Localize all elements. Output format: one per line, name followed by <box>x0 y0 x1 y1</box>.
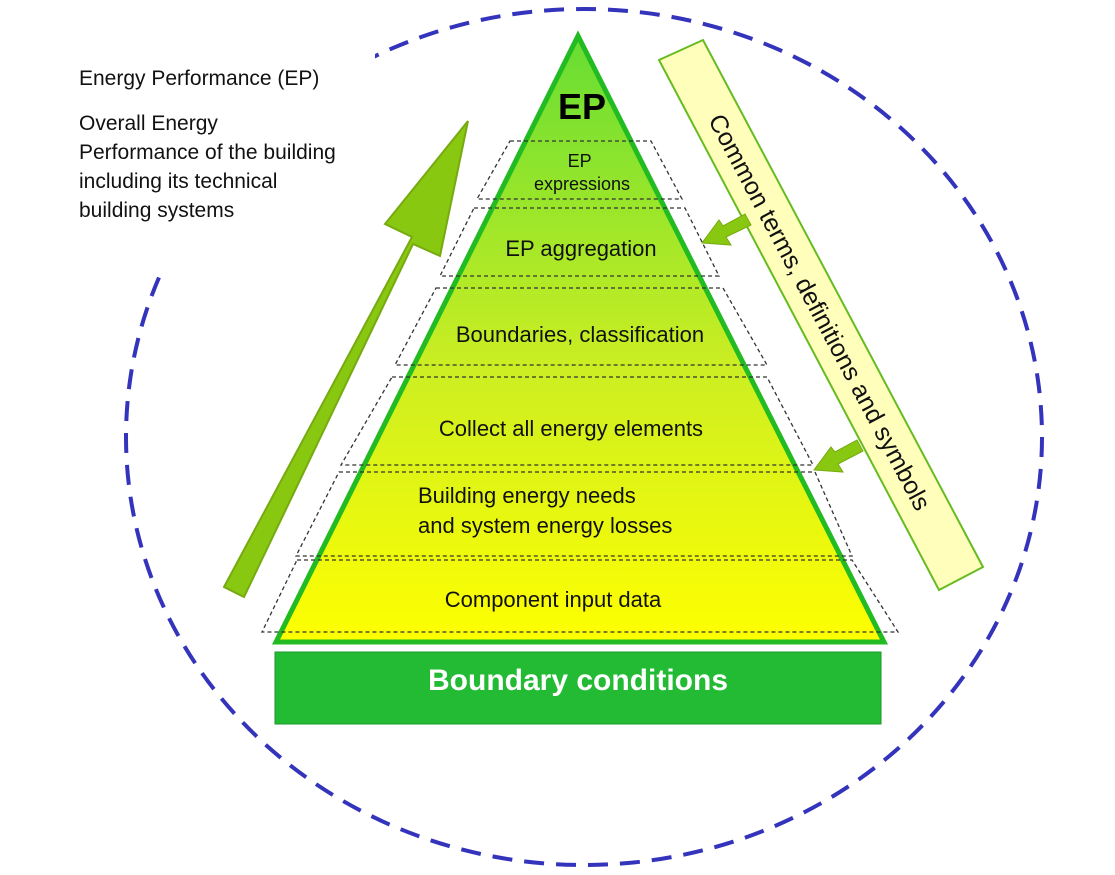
rising-arrow <box>222 120 469 599</box>
band-arrow-upper <box>701 213 752 246</box>
legend-backdrop <box>70 45 375 270</box>
common-terms-band <box>657 38 985 592</box>
legend-heading: Energy Performance (EP) <box>79 67 320 90</box>
boundary-conditions-bar <box>274 651 882 725</box>
level-label-boundaries: Boundaries, classification <box>456 322 704 347</box>
level-line: EP <box>568 151 592 171</box>
level-label-collect: Collect all energy elements <box>439 416 703 441</box>
scope-circle <box>124 7 1044 867</box>
legend-description: Overall Energy Performance of the buildi… <box>79 112 336 222</box>
level-outline-ep-expressions <box>475 140 684 200</box>
level-outline-component-input <box>260 559 900 633</box>
boundary-conditions-label: Boundary conditions <box>428 664 728 697</box>
level-line: and system energy losses <box>418 513 672 538</box>
level-label-component-input: Component input data <box>445 587 662 612</box>
apex-label: EP <box>558 86 606 127</box>
level-label-ep-expressions: EP expressions <box>534 151 630 194</box>
level-label-ep-aggregation: EP aggregation <box>505 236 656 261</box>
level-label-needs-losses: Building energy needs and system energy … <box>418 483 672 538</box>
level-outline-collect <box>339 376 815 466</box>
level-outline-needs-losses <box>294 471 853 557</box>
level-outline-boundaries <box>393 287 769 366</box>
pyramid-level-outlines <box>260 140 900 633</box>
level-outline-ep-aggregation <box>438 207 721 277</box>
level-line: expressions <box>534 174 630 194</box>
band-arrow-lower <box>813 439 864 473</box>
pyramid-body <box>271 30 889 645</box>
level-line: Building energy needs <box>418 483 636 508</box>
